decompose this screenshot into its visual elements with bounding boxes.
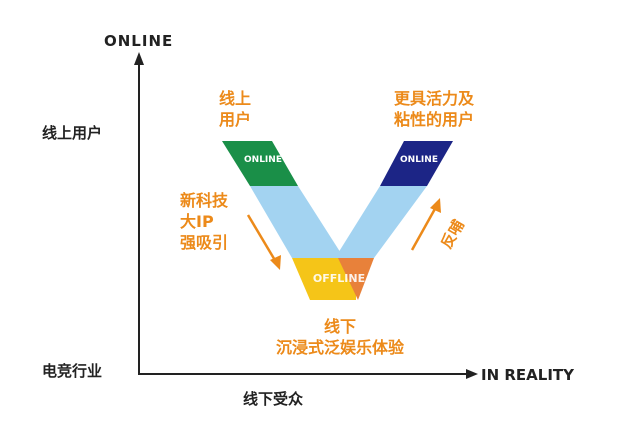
y-axis-arrow-icon — [134, 52, 144, 65]
offline-label: OFFLINE — [312, 272, 366, 285]
v-right-band — [335, 186, 427, 258]
x-axis-end-label: IN REALITY — [481, 366, 574, 384]
y-axis-low-label: 电竞行业 — [42, 362, 103, 380]
feedback-arrow-line — [410, 206, 438, 251]
attraction-annotation: 新科技 大IP 强吸引 — [180, 191, 229, 252]
y-axis-top-label: ONLINE — [104, 32, 174, 50]
x-axis-bottom-label: 线下受众 — [243, 390, 304, 408]
online-left-label: ONLINE — [244, 155, 282, 165]
attract-arrow-icon — [270, 255, 281, 270]
attract-arrow-line — [246, 214, 278, 263]
offline-accent-block — [338, 258, 374, 300]
active-users-annotation: 更具活力及 粘性的用户 — [394, 89, 475, 129]
offline-block — [292, 258, 356, 300]
online-right-block — [380, 141, 453, 186]
v-left-band — [250, 186, 344, 258]
online-left-block — [222, 141, 298, 186]
x-axis-arrow-icon — [466, 369, 478, 379]
offline-experience-annotation: 线下 沉浸式泛娱乐体验 — [275, 317, 404, 357]
y-axis-high-label: 线上用户 — [42, 124, 103, 142]
online-users-annotation: 线上 用户 — [219, 89, 252, 129]
online-right-label: ONLINE — [400, 155, 438, 165]
feedback-arrow-icon — [430, 198, 441, 213]
